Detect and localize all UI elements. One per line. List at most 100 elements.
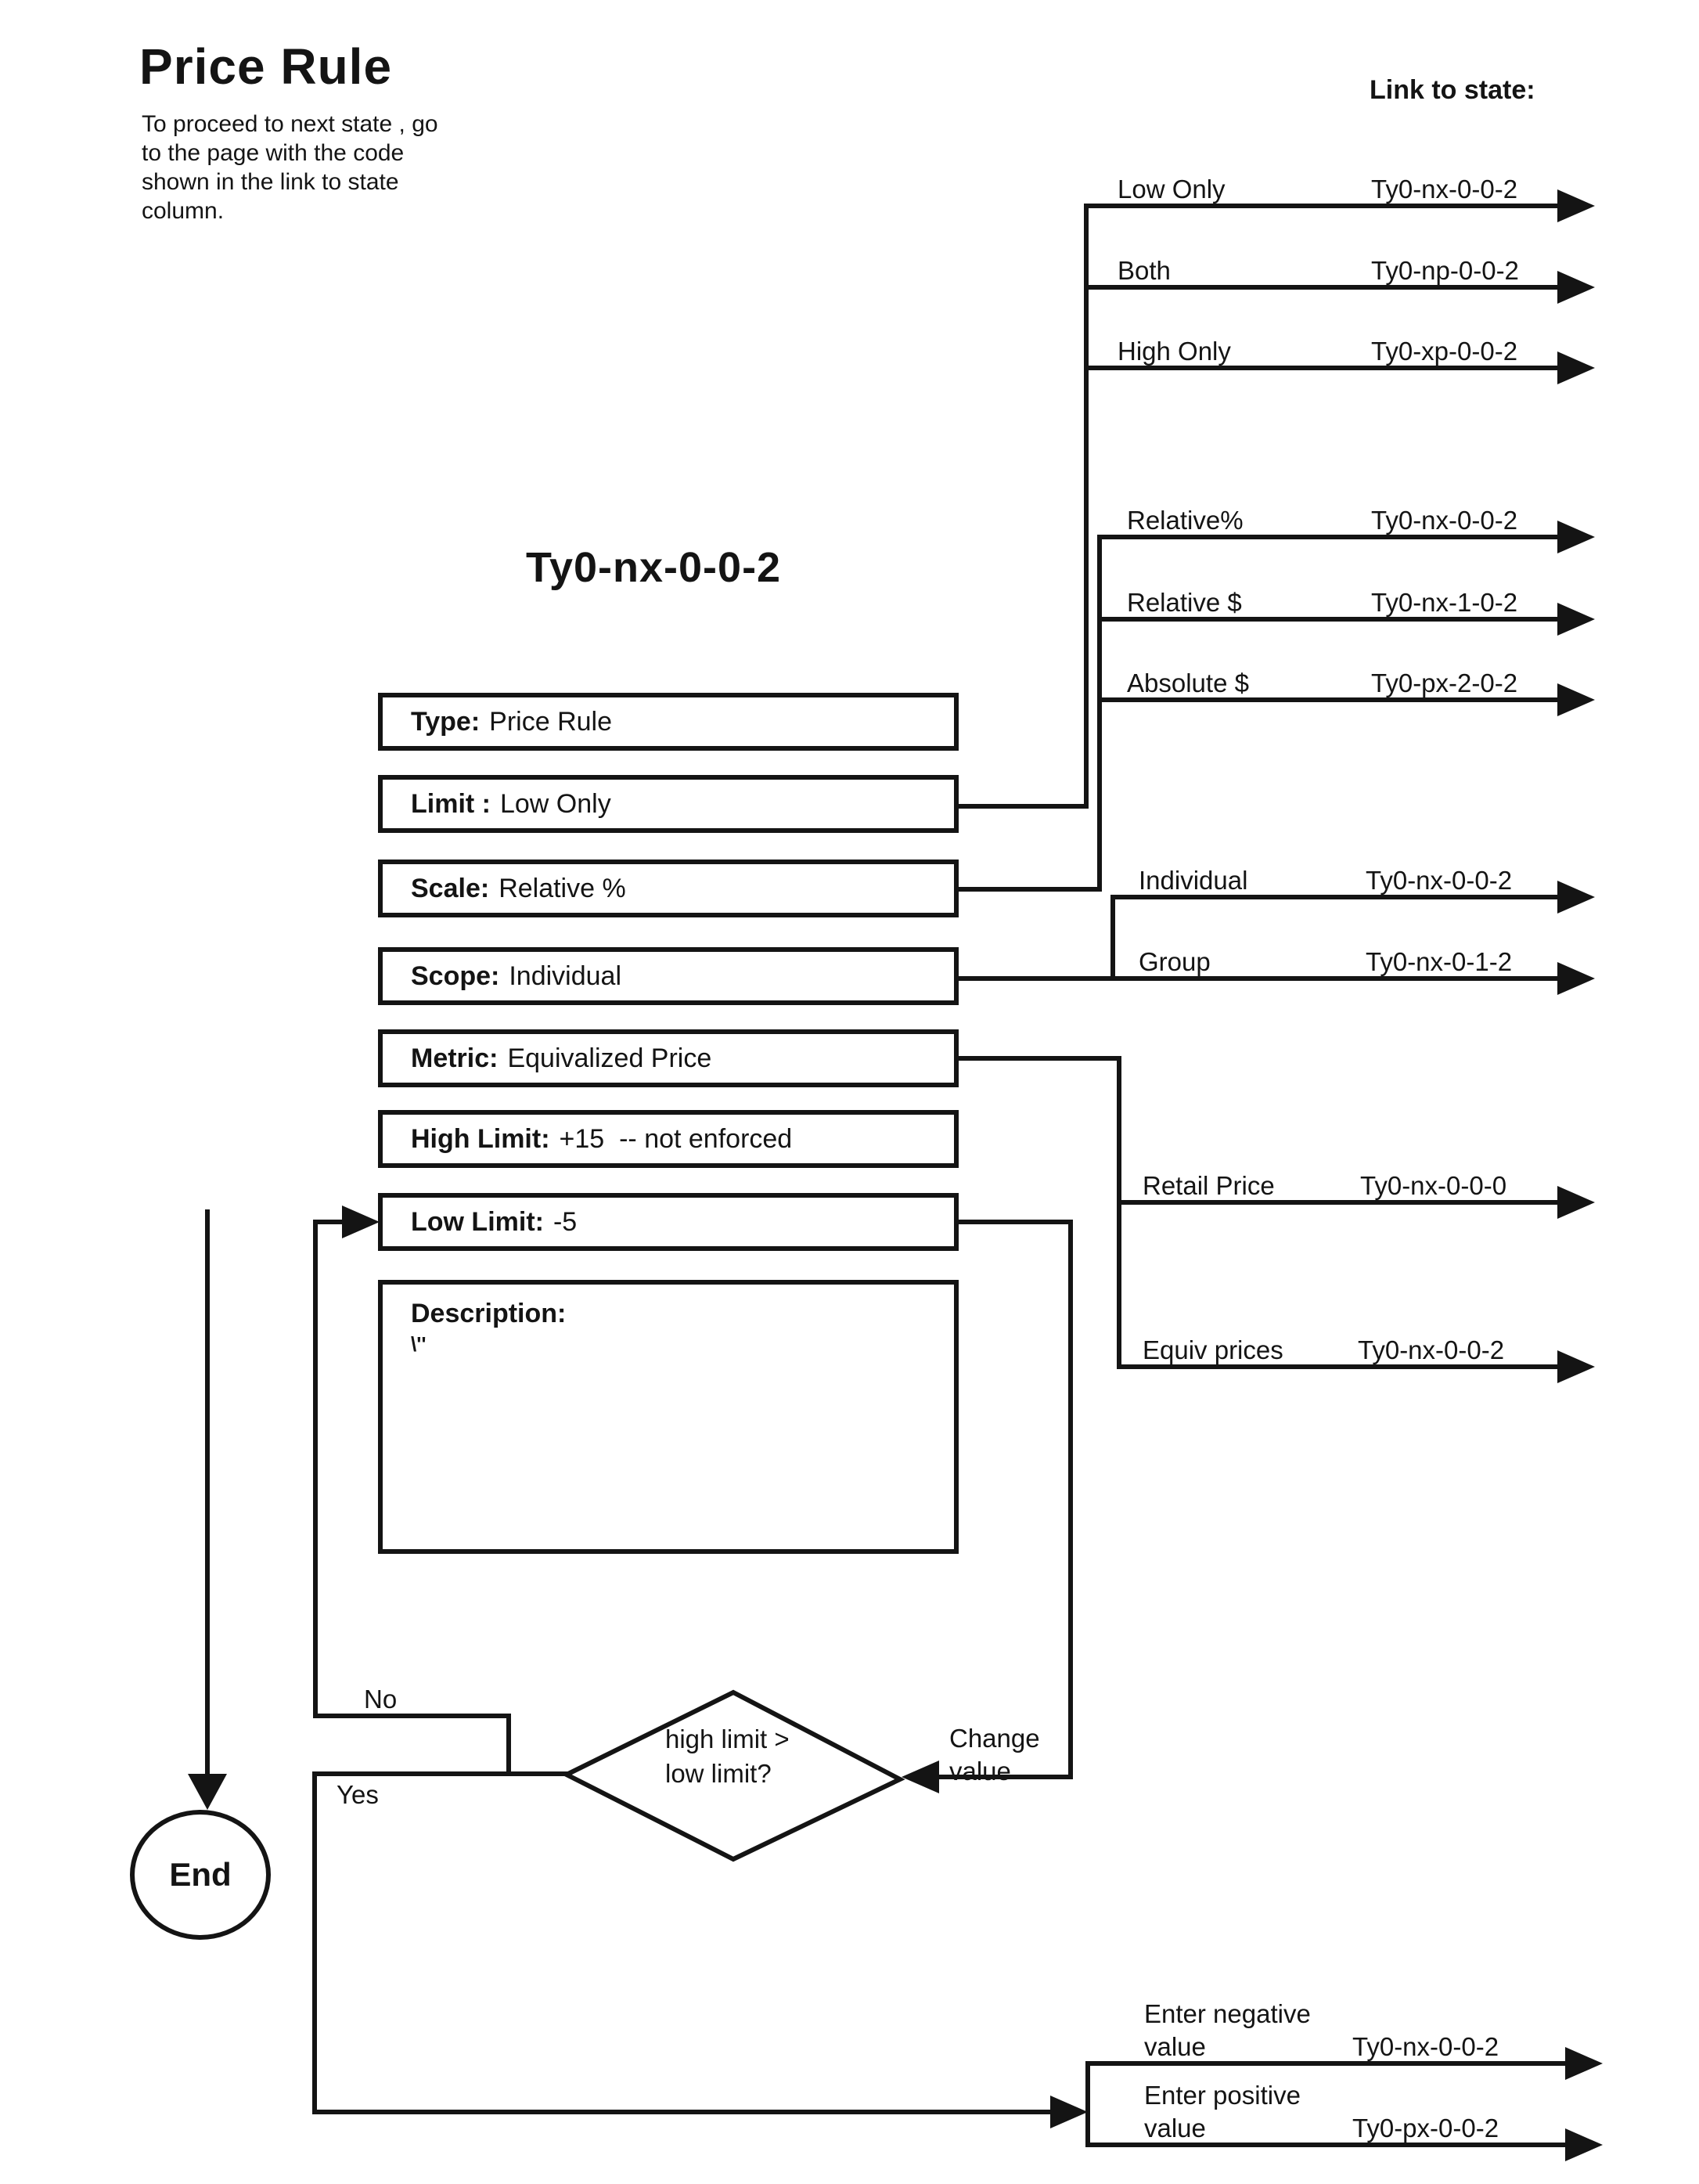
metric-field-box: Metric: Equivalized Price — [378, 1029, 959, 1087]
arrow-right-icon — [1557, 351, 1595, 384]
change-value-hline — [938, 1775, 1073, 1779]
metric-field-value: Equivalized Price — [507, 1043, 712, 1073]
decision-question: high limit > low limit? — [665, 1724, 790, 1788]
arrow-right-icon — [1557, 603, 1595, 636]
link-row-line — [1084, 285, 1560, 290]
link-row-line — [1097, 697, 1560, 702]
arrow-right-icon — [1557, 962, 1595, 995]
end-flow-vline — [205, 1209, 210, 1777]
link-state-code: Ty0-nx-0-0-2 — [1358, 1335, 1505, 1364]
arrow-right-icon — [1557, 1350, 1595, 1383]
scale-field-box: Scale: Relative % — [378, 860, 959, 917]
no-loop-hline — [313, 1714, 511, 1718]
metric-branch-vline — [1117, 1056, 1121, 1369]
low-limit-field-box: Low Limit: -5 — [378, 1193, 959, 1251]
link-state-code: Ty0-nx-0-0-2 — [1366, 866, 1513, 895]
link-to-state-header: Link to state: — [1370, 75, 1535, 105]
link-row-label: Low Only — [1118, 175, 1226, 204]
high-limit-field-value: +15 -- not enforced — [559, 1123, 793, 1154]
scale-connector-line — [959, 887, 1102, 892]
end-terminator: End — [130, 1810, 271, 1940]
arrow-right-icon — [1557, 683, 1595, 716]
decision-no-label: No — [364, 1685, 398, 1714]
description-field-value: \'' — [411, 1332, 427, 1356]
link-row-label: Absolute $ — [1127, 669, 1249, 697]
metric-connector-line — [959, 1056, 1121, 1061]
link-row-label: Relative $ — [1127, 588, 1242, 617]
limit-branch-vline — [1084, 204, 1089, 809]
change-value-label: Change value — [949, 1724, 1040, 1786]
yes-bottom-hline — [312, 2110, 1052, 2114]
type-field-label: Type: — [411, 706, 481, 737]
bottom-split-vline — [1085, 2061, 1090, 2147]
page-instructions: To proceed to next state , go to the pag… — [142, 111, 438, 224]
arrow-down-icon — [188, 1774, 227, 1810]
low-limit-connector-line — [959, 1220, 1073, 1224]
description-field-label: Description: — [411, 1299, 567, 1328]
decision-yes-label: Yes — [337, 1780, 379, 1809]
link-row-label: High Only — [1118, 337, 1231, 366]
scale-field-value: Relative % — [499, 873, 626, 903]
link-state-code: Ty0-nx-0-1-2 — [1366, 947, 1513, 976]
link-state-code: Ty0-nx-0-0-2 — [1371, 506, 1518, 535]
low-limit-field-value: -5 — [553, 1206, 578, 1237]
link-state-code: Ty0-np-0-0-2 — [1371, 256, 1519, 285]
arrow-left-icon — [902, 1761, 939, 1793]
low-limit-field-label: Low Limit: — [411, 1206, 544, 1237]
link-row-line — [1084, 366, 1560, 370]
limit-field-value: Low Only — [499, 788, 611, 819]
scope-field-box: Scope: Individual — [378, 947, 959, 1005]
arrow-right-icon — [1557, 521, 1595, 553]
limit-field-box: Limit : Low Only — [378, 775, 959, 833]
link-row-label: Enter negative value — [1144, 1999, 1311, 2061]
link-state-code: Ty0-px-0-0-2 — [1352, 2114, 1499, 2143]
limit-field-label: Limit : — [411, 788, 491, 819]
yes-vline — [312, 1771, 317, 2114]
no-loop-drop-vline — [506, 1714, 511, 1776]
state-code-title: Ty0-nx-0-0-2 — [526, 544, 782, 591]
scale-field-label: Scale: — [411, 873, 490, 903]
end-label: End — [169, 1856, 232, 1893]
yes-hline — [312, 1771, 571, 1776]
link-row-line — [1085, 2061, 1568, 2066]
link-state-code: Ty0-px-2-0-2 — [1371, 669, 1518, 697]
scope-field-value: Individual — [509, 960, 622, 991]
link-state-code: Ty0-nx-0-0-2 — [1352, 2032, 1499, 2061]
scope-branch-vline — [1110, 895, 1115, 981]
description-field-box: Description: \'' — [378, 1280, 959, 1554]
link-row-line — [1117, 1364, 1560, 1369]
metric-field-label: Metric: — [411, 1043, 499, 1073]
high-limit-field-label: High Limit: — [411, 1123, 550, 1154]
page-title: Price Rule — [139, 38, 393, 95]
link-row-label: Group — [1139, 947, 1211, 976]
link-state-code: Ty0-nx-0-0-0 — [1360, 1171, 1507, 1200]
decision-diamond — [561, 1689, 905, 1862]
link-row-label: Relative% — [1127, 506, 1244, 535]
type-field-box: Type:Price Rule — [378, 693, 959, 751]
link-row-label: Enter positive value — [1144, 2081, 1301, 2143]
arrow-right-icon — [1050, 2096, 1088, 2128]
link-row-label: Equiv prices — [1143, 1335, 1283, 1364]
link-row-line — [1085, 2143, 1568, 2147]
link-row-line — [1110, 895, 1560, 899]
link-row-line — [1097, 535, 1560, 539]
arrow-right-icon — [1557, 271, 1595, 304]
link-state-code: Ty0-nx-0-0-2 — [1371, 175, 1518, 204]
no-loop-vline — [313, 1222, 318, 1718]
link-state-code: Ty0-nx-1-0-2 — [1371, 588, 1518, 617]
arrow-right-icon — [1557, 881, 1595, 914]
link-row-line — [1117, 1200, 1560, 1205]
high-limit-field-box: High Limit: +15 -- not enforced — [378, 1110, 959, 1168]
arrow-right-icon — [1565, 2128, 1603, 2161]
link-row-line — [1097, 617, 1560, 622]
scope-field-label: Scope: — [411, 960, 500, 991]
link-row-line — [959, 976, 1560, 981]
arrow-right-icon — [1565, 2047, 1603, 2080]
link-row-line — [1084, 204, 1560, 208]
link-state-code: Ty0-xp-0-0-2 — [1371, 337, 1518, 366]
scale-branch-vline — [1097, 535, 1102, 892]
limit-connector-line — [959, 804, 1089, 809]
link-row-label: Both — [1118, 256, 1171, 285]
link-row-label: Retail Price — [1143, 1171, 1275, 1200]
